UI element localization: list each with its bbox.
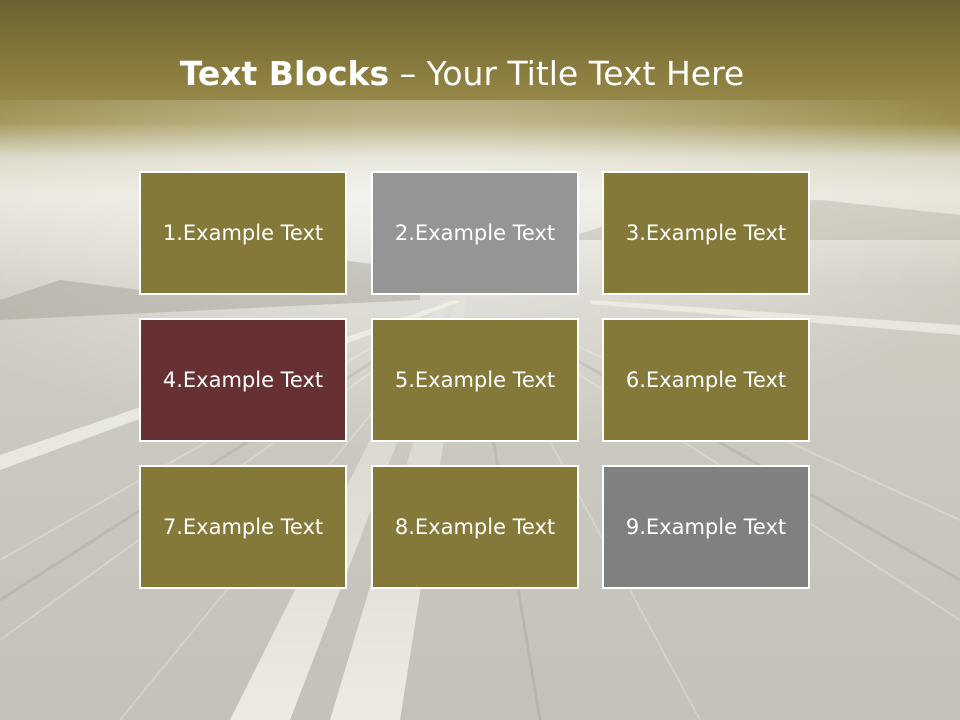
text-block: 8.Example Text [371,465,579,589]
text-block: 5.Example Text [371,318,579,442]
slide-title-separator: – [389,54,427,93]
slide-title: Text Blocks – Your Title Text Here [0,52,942,96]
text-block: 6.Example Text [602,318,810,442]
slide-title-rest: Your Title Text Here [426,54,745,93]
text-block: 7.Example Text [139,465,347,589]
text-block: 1.Example Text [139,171,347,295]
text-block: 4.Example Text [139,318,347,442]
text-block: 9.Example Text [602,465,810,589]
text-block: 2.Example Text [371,171,579,295]
slide-title-bold: Text Blocks [179,54,390,93]
text-block: 3.Example Text [602,171,810,295]
